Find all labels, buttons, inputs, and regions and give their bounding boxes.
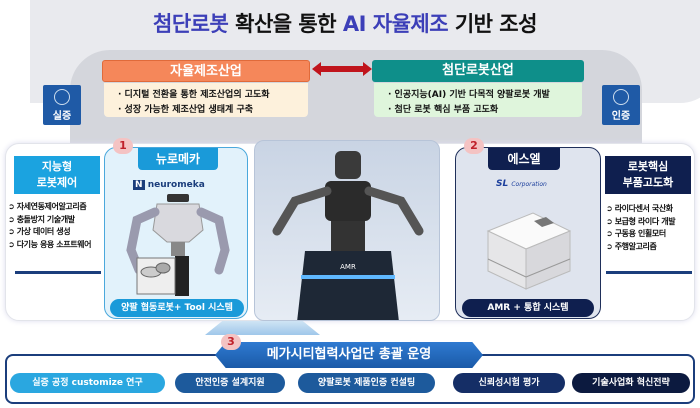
certificate-seal-icon [613,89,629,105]
list-item: 구동용 인휠모터 [606,228,675,241]
list-item: 주행알고리즘 [606,241,675,254]
divider [606,271,692,274]
up-arrow-icon [205,321,320,335]
step-number-badge: 2 [464,138,484,154]
neuromeka-footer: 양팔 협동로봇+ Tool 시스템 [110,299,244,317]
intelligent-robot-control-list: 자세연동제어알고리즘 충돌방지 기술개발 가상 데이터 생성 다기능 응용 소프… [8,201,92,252]
demonstration-badge: 실증 [43,85,81,125]
sl-corporation-logo: SL Corporation [496,179,547,189]
megacity-operations-title: 메가시티협력사업단 총괄 운영 [215,342,483,368]
list-item: 충돌방지 기술개발 [8,214,91,227]
list-item: 라이다센서 국산화 [606,203,675,216]
pill-safety-certification: 안전인증 설계지원 [175,373,285,393]
amr-label: AMR [340,263,356,271]
pill-product-certification: 양팔로봇 제품인증 컨설팅 [298,373,435,393]
certification-badge: 인증 [602,85,640,125]
dual-arm-robot-image [126,194,230,296]
sl-corporation-title: 에스엘 [488,148,560,170]
pill-reliability-test: 신뢰성시험 평가 [453,373,565,393]
sl-corporation-footer: AMR + 통합 시스템 [462,299,594,317]
autonomous-manufacturing-header: 자율제조산업 [102,60,310,82]
list-item: 다기능 응용 소프트웨어 [8,239,92,252]
list-item: 가상 데이터 생성 [8,226,91,239]
pill-commercialization-strategy: 기술사업화 혁신전략 [572,373,690,393]
amr-box-image [486,212,572,290]
sl-corporation-card: SL Corporation [455,147,601,319]
divider [15,271,101,274]
advanced-robotics-header: 첨단로봇산업 [372,60,584,82]
step-number-badge: 1 [113,138,133,154]
robot-core-parts-list: 라이다센서 국산화 보급형 라이다 개발 구동용 인휠모터 주행알고리즘 [606,203,676,254]
neuromeka-title: 뉴로메카 [138,148,218,170]
list-item: 자세연동제어알고리즘 [8,201,91,214]
step-number-badge: 3 [221,334,241,350]
advanced-robotics-content: · 인공지능(AI) 기반 다목적 양팔로봇 개발· 첨단 로봇 핵심 부품 고… [374,83,582,117]
neuromeka-logo: N neuromeka [133,180,205,190]
double-arrow-icon [312,62,372,76]
list-item: 보급형 라이다 개발 [606,216,676,229]
autonomous-manufacturing-content: · 디지털 전환을 통한 제조산업의 고도화· 성장 가능한 제조산업 생태계 … [104,83,308,117]
gear-circuit-icon [54,89,70,105]
page-title: 첨단로봇 확산을 통한 AI 자율제조 기반 조성 [153,12,537,36]
pill-customize-research: 실증 공정 customize 연구 [10,373,165,393]
neuromeka-card: N neuromeka [104,147,248,319]
amr-robot-image: AMR [254,140,440,321]
